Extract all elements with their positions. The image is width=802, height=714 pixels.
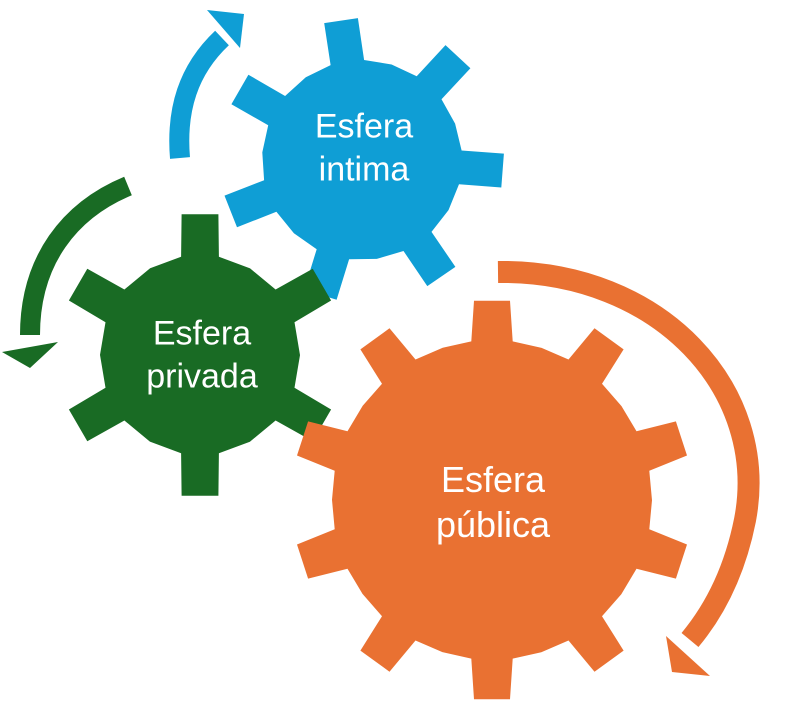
gear-publica: [297, 300, 687, 700]
label-line: intima: [318, 150, 410, 188]
arrow-intima: [169, 10, 244, 159]
label-line: pública: [435, 504, 551, 545]
gear-privada: [68, 214, 332, 496]
label-line: Esfera: [440, 459, 546, 500]
label-line: Esfera: [314, 107, 414, 146]
gear-intima: [224, 18, 504, 300]
label-line: privada: [146, 357, 258, 395]
label-esfera-intima: Esfera intima: [315, 106, 413, 191]
label-esfera-privada: Esfera privada: [146, 313, 258, 398]
arrow-publica: [497, 260, 760, 676]
label-esfera-publica: Esfera pública: [436, 457, 550, 547]
arrow-privada: [2, 176, 132, 368]
label-line: Esfera: [152, 314, 252, 353]
